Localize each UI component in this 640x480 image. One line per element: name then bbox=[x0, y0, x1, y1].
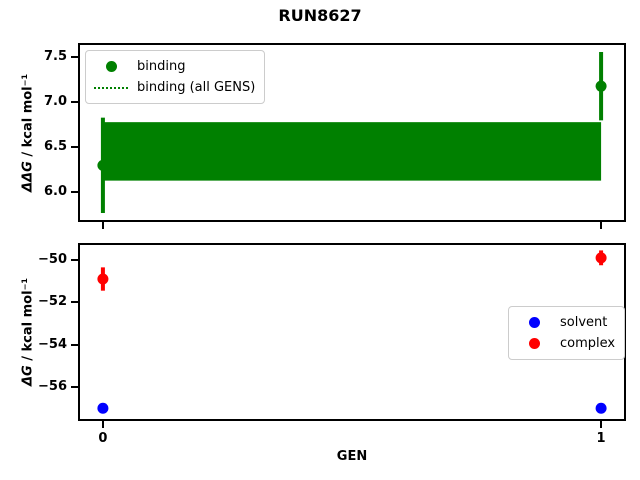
y-tick bbox=[71, 343, 78, 346]
legend-marker-cell bbox=[513, 338, 555, 349]
y-tick-label: −56 bbox=[38, 379, 67, 395]
legend-solvent-complex: solvent complex bbox=[508, 306, 626, 360]
top-plot-area bbox=[97, 51, 607, 214]
legend-row-binding-all-gens: binding (all GENS) bbox=[90, 77, 255, 98]
x-tick bbox=[600, 222, 603, 229]
y-tick-label: 6.5 bbox=[43, 139, 67, 155]
bottom-plot-area bbox=[97, 250, 607, 414]
legend-label-binding: binding bbox=[137, 59, 186, 74]
legend-row-complex: complex bbox=[513, 333, 615, 354]
x-tick bbox=[101, 421, 104, 428]
data-point-solvent bbox=[97, 402, 109, 414]
binding-all-gens-dotted-line-icon bbox=[94, 86, 128, 89]
legend-marker-cell bbox=[513, 317, 555, 328]
data-point-complex bbox=[97, 273, 109, 285]
x-tick-label: 1 bbox=[596, 431, 606, 446]
data-point-complex bbox=[595, 252, 607, 264]
legend-label-complex: complex bbox=[560, 336, 616, 351]
y-tick bbox=[71, 56, 78, 59]
data-point-binding bbox=[595, 80, 607, 92]
confidence-band bbox=[102, 122, 602, 181]
legend-label-solvent: solvent bbox=[560, 315, 608, 330]
legend-row-solvent: solvent bbox=[513, 312, 615, 333]
y-tick-label: −52 bbox=[38, 294, 67, 310]
y-tick-label: −50 bbox=[38, 251, 67, 267]
binding-dot-icon bbox=[105, 61, 117, 72]
solvent-dot-icon bbox=[528, 317, 540, 328]
y-tick-label: −54 bbox=[38, 336, 67, 352]
complex-dot-icon bbox=[528, 338, 540, 349]
legend-row-binding: binding bbox=[90, 56, 255, 77]
y-tick-label: 6.0 bbox=[43, 184, 67, 200]
x-tick bbox=[600, 421, 603, 428]
legend-marker-cell bbox=[90, 86, 132, 89]
legend-binding: binding binding (all GENS) bbox=[85, 50, 266, 104]
x-tick bbox=[101, 222, 104, 229]
data-point-binding bbox=[97, 159, 109, 171]
y-tick-label: 7.5 bbox=[43, 49, 67, 65]
y-tick bbox=[71, 301, 78, 304]
y-tick bbox=[71, 386, 78, 389]
x-axis-label: GEN bbox=[336, 449, 368, 464]
top-axes bbox=[78, 43, 626, 222]
y-tick bbox=[71, 258, 78, 261]
x-tick-label: 0 bbox=[98, 431, 108, 446]
legend-label-binding-all-gens: binding (all GENS) bbox=[137, 80, 256, 95]
data-point-solvent bbox=[595, 402, 607, 414]
figure-title: RUN8627 bbox=[278, 6, 362, 25]
y-tick bbox=[71, 191, 78, 194]
legend-marker-cell bbox=[90, 61, 132, 72]
y-tick-label: 7.0 bbox=[43, 94, 67, 110]
y-tick bbox=[71, 101, 78, 104]
y-tick bbox=[71, 146, 78, 149]
